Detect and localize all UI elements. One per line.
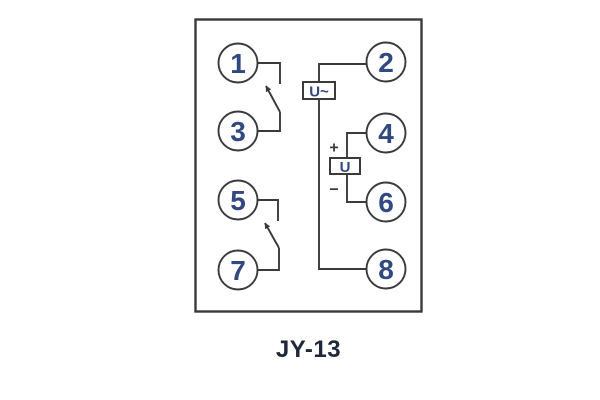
terminal-7-circle	[217, 249, 259, 291]
contact-blade-1-3	[265, 85, 281, 113]
wire-terminal-7	[257, 248, 280, 271]
terminal-7-label: 7	[230, 255, 246, 286]
terminal-4-label: 4	[378, 118, 394, 149]
wire-terminal-3	[257, 112, 281, 132]
dc-voltage-label: U	[340, 159, 351, 176]
terminal-4-circle	[365, 112, 407, 154]
contact-blade-5-7	[264, 222, 280, 249]
terminal-5-circle	[217, 179, 259, 221]
terminal-5-label: 5	[230, 185, 246, 216]
wire-terminal-1-fixed-contact	[257, 62, 281, 84]
terminal-8-circle	[365, 248, 407, 290]
minus-sign: −	[329, 182, 338, 199]
terminal-1-label: 1	[230, 48, 246, 79]
relay-case-outline	[194, 18, 423, 313]
wire-terminal-5-fixed-contact	[257, 199, 279, 221]
model-caption: JY-13	[275, 336, 342, 363]
terminal-1-circle	[217, 42, 259, 84]
terminal-3-label: 3	[230, 116, 246, 147]
terminal-6-label: 6	[378, 187, 394, 218]
terminal-6-circle	[365, 181, 407, 223]
plus-sign: +	[329, 140, 338, 157]
ac-voltage-element-box	[302, 81, 336, 100]
terminal-2-circle	[365, 41, 407, 83]
wire-terminal-2-to-8	[318, 63, 367, 270]
dc-voltage-element-box	[329, 157, 361, 175]
terminal-8-label: 8	[378, 254, 394, 285]
ac-voltage-label: U~	[309, 83, 329, 100]
terminal-2-label: 2	[378, 47, 394, 78]
terminal-3-circle	[217, 110, 259, 152]
